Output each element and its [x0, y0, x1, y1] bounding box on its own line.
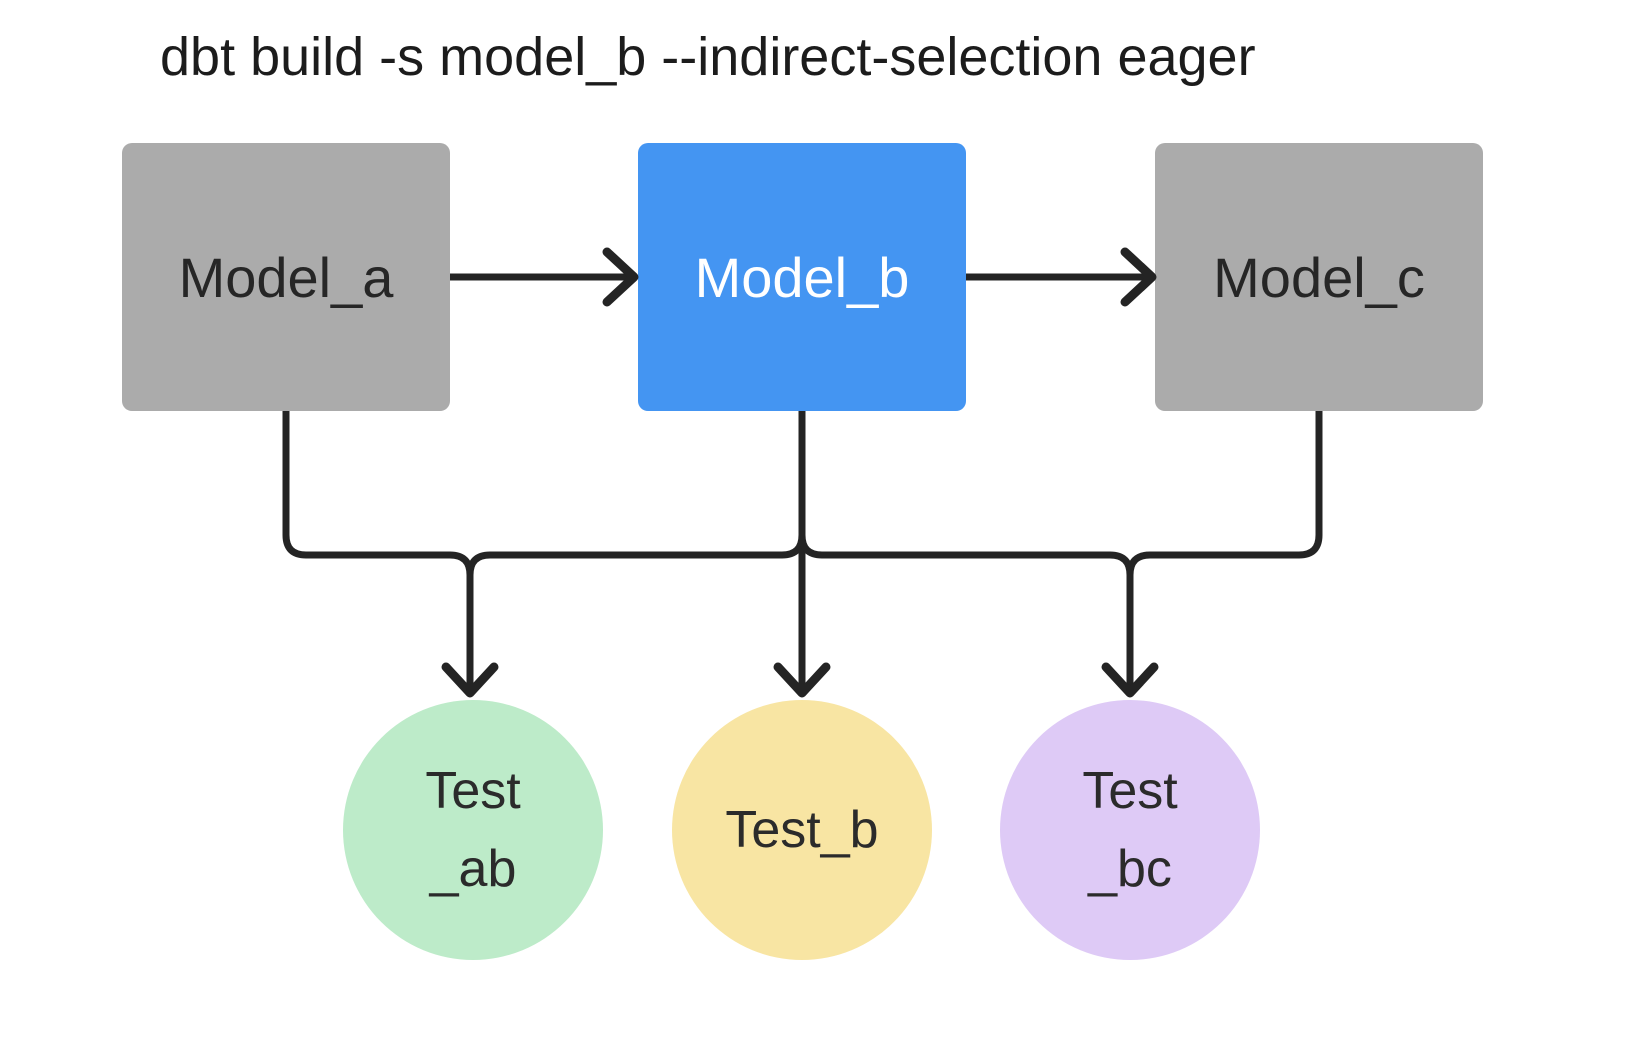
arrowhead-test-bc-icon [1101, 662, 1159, 698]
node-model-c: Model_c [1155, 143, 1483, 411]
node-model-a-label: Model_a [178, 245, 394, 309]
node-test-bc-label-line1: Test [1082, 762, 1178, 820]
edge-model-b-to-test-ab [466, 411, 806, 690]
node-model-a: Model_a [122, 143, 450, 411]
edge-model-a-to-test-ab [282, 411, 474, 690]
node-test-ab: Test _ab [343, 700, 603, 960]
node-test-bc-label-line2: _bc [1088, 840, 1172, 898]
arrowhead-model-c-icon [1120, 247, 1157, 307]
node-test-ab-label-line1: Test [425, 762, 521, 820]
node-model-c-label: Model_c [1213, 245, 1425, 309]
edge-model-c-to-test-bc [1126, 411, 1323, 690]
node-test-b-label: Test_b [725, 801, 879, 859]
node-model-b-label: Model_b [694, 245, 910, 309]
node-test-b: Test_b [672, 700, 932, 960]
arrowhead-test-ab-icon [441, 662, 499, 698]
diagram-title: dbt build -s model_b --indirect-selectio… [160, 27, 1256, 87]
node-model-b-selected: Model_b [638, 143, 966, 411]
arrowhead-test-b-icon [773, 662, 831, 698]
edge-model-b-to-test-bc [798, 411, 1134, 690]
node-test-bc: Test _bc [1000, 700, 1260, 960]
arrowhead-model-b-icon [602, 247, 639, 307]
node-test-ab-label-line2: _ab [429, 840, 517, 898]
